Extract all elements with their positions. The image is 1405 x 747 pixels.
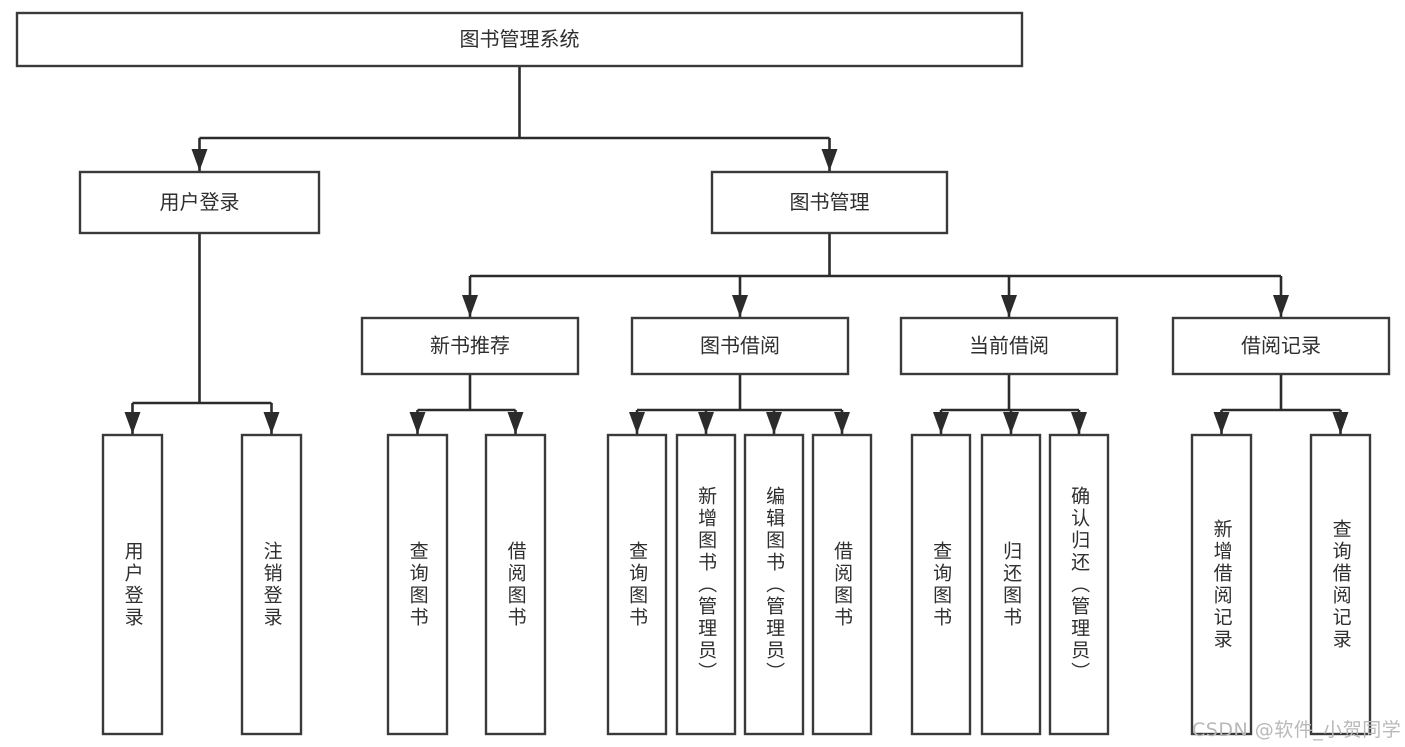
node-label-level3-3: 借阅记录 xyxy=(1241,334,1321,358)
node-box-level3-3[interactable] xyxy=(1171,316,1391,376)
node-box-level2-1[interactable] xyxy=(710,170,949,235)
node-box-leaf-4[interactable] xyxy=(606,433,668,736)
node-box-leaf-3[interactable] xyxy=(484,433,547,736)
arrow-head-icon xyxy=(191,149,208,171)
node-label-level3-1: 图书借阅 xyxy=(700,334,780,358)
arrow-head-icon xyxy=(263,412,280,434)
connector-layer xyxy=(124,66,1349,434)
node-label-level3-0: 新书推荐 xyxy=(430,334,510,358)
node-box-layer xyxy=(15,11,1391,736)
csdn-watermark: CSDN @软件_小贺同学 xyxy=(1192,719,1402,741)
arrow-head-icon xyxy=(124,412,141,434)
node-box-leaf-5[interactable] xyxy=(675,433,737,736)
node-box-leaf-10[interactable] xyxy=(1048,433,1110,736)
node-box-level2-0[interactable] xyxy=(78,170,321,235)
arrow-head-icon xyxy=(1003,412,1019,434)
arrow-head-icon xyxy=(462,295,478,317)
node-box-leaf-11[interactable] xyxy=(1190,433,1253,736)
node-label-level2-1: 图书管理 xyxy=(790,190,870,214)
arrow-head-icon xyxy=(766,412,782,434)
arrow-head-icon xyxy=(698,412,714,434)
node-box-leaf-8[interactable] xyxy=(910,433,972,736)
arrow-head-icon xyxy=(834,412,850,434)
node-box-leaf-6[interactable] xyxy=(743,433,805,736)
arrow-head-icon xyxy=(1332,412,1349,434)
arrow-head-icon xyxy=(1213,412,1230,434)
node-box-root[interactable] xyxy=(15,11,1024,68)
node-label-root: 图书管理系统 xyxy=(460,27,580,51)
node-box-level3-2[interactable] xyxy=(899,316,1119,376)
node-box-leaf-7[interactable] xyxy=(811,433,873,736)
node-label-level3-2: 当前借阅 xyxy=(969,334,1049,358)
arrow-head-icon xyxy=(1001,295,1017,317)
node-box-level3-0[interactable] xyxy=(360,316,580,376)
arrow-head-icon xyxy=(507,412,524,434)
arrow-head-icon xyxy=(933,412,949,434)
arrow-head-icon xyxy=(629,412,645,434)
arrow-head-icon xyxy=(1273,295,1289,317)
node-box-leaf-0[interactable] xyxy=(101,433,164,736)
node-box-leaf-12[interactable] xyxy=(1309,433,1372,736)
node-box-level3-1[interactable] xyxy=(630,316,850,376)
arrow-head-icon xyxy=(732,295,748,317)
node-label-level2-0: 用户登录 xyxy=(160,190,240,214)
node-box-leaf-9[interactable] xyxy=(980,433,1042,736)
node-box-leaf-2[interactable] xyxy=(386,433,449,736)
arrow-head-icon xyxy=(1071,412,1087,434)
arrow-head-icon xyxy=(821,149,838,171)
node-box-leaf-1[interactable] xyxy=(240,433,303,736)
arrow-head-icon xyxy=(409,412,426,434)
